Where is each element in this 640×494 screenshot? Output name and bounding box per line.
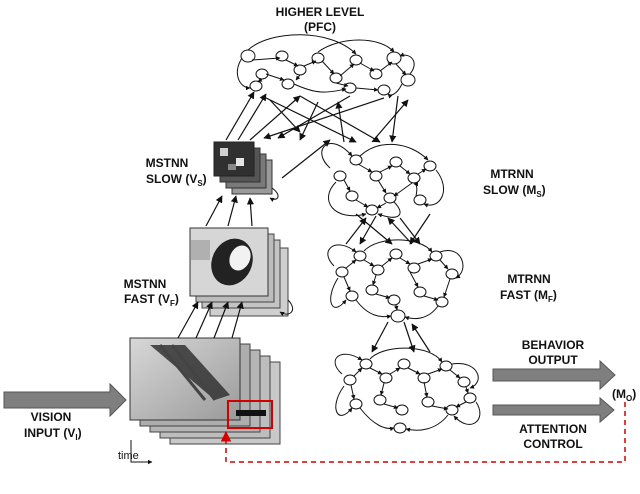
mtrnn-fast-network [327,239,464,323]
mtrnn-slow-label-line2: SLOW (MS) [483,183,546,199]
time-label: time [118,450,139,462]
mstnn-fast-label-line1: MSTNN [124,277,167,291]
behavior-output-label-line2: OUTPUT [528,353,578,367]
mstnn-slow-label-line1: MSTNN [146,156,189,170]
attention-control-label-line1: ATTENTION [519,422,587,436]
time-axis [130,440,153,465]
pfc-network [237,34,416,99]
mo-label: (MO) [612,387,636,403]
behavior-output-arrow [492,359,616,391]
behavior-output-label-line1: BEHAVIOR [522,338,585,352]
pfc-label: (PFC) [304,20,336,34]
vision-input-arrow [3,382,127,418]
vision-input-label-line2: INPUT (VI) [24,426,82,442]
mtrnn-slow-label-line1: MTRNN [490,167,533,181]
higher-level-label: HIGHER LEVEL [276,5,365,19]
mstnn-fast-label-line2: FAST (VF) [124,292,179,308]
vision-input-label-line1: VISION [31,410,72,424]
mstnn-slow-feature-maps [213,141,273,195]
output-network [334,347,481,434]
attention-feedback-line [220,402,626,463]
attention-control-arrow [492,396,615,424]
mstnn-slow-recurrent-arrow [269,187,279,202]
mtrnn-fast-output-connections [371,321,431,353]
attended-object [236,410,266,416]
mtrnn-fast-label-line1: MTRNN [507,272,550,286]
vision-feedforward-arrows [177,91,301,339]
mstnn-slow-label-line2: SLOW (VS) [146,172,207,188]
pfc-mtrnn-connections [261,95,409,179]
mtrnn-fast-label-line2: FAST (MF) [500,288,557,304]
mtrnn-slow-fast-connections [345,213,431,245]
attention-control-label-line2: CONTROL [523,437,582,451]
mtrnn-slow-network [321,143,445,218]
attention-window-box [227,400,273,429]
vision-input-frames [129,337,281,445]
mstnn-fast-feature-maps [189,227,289,317]
mstnn-fast-recurrent-arrow [279,299,293,317]
